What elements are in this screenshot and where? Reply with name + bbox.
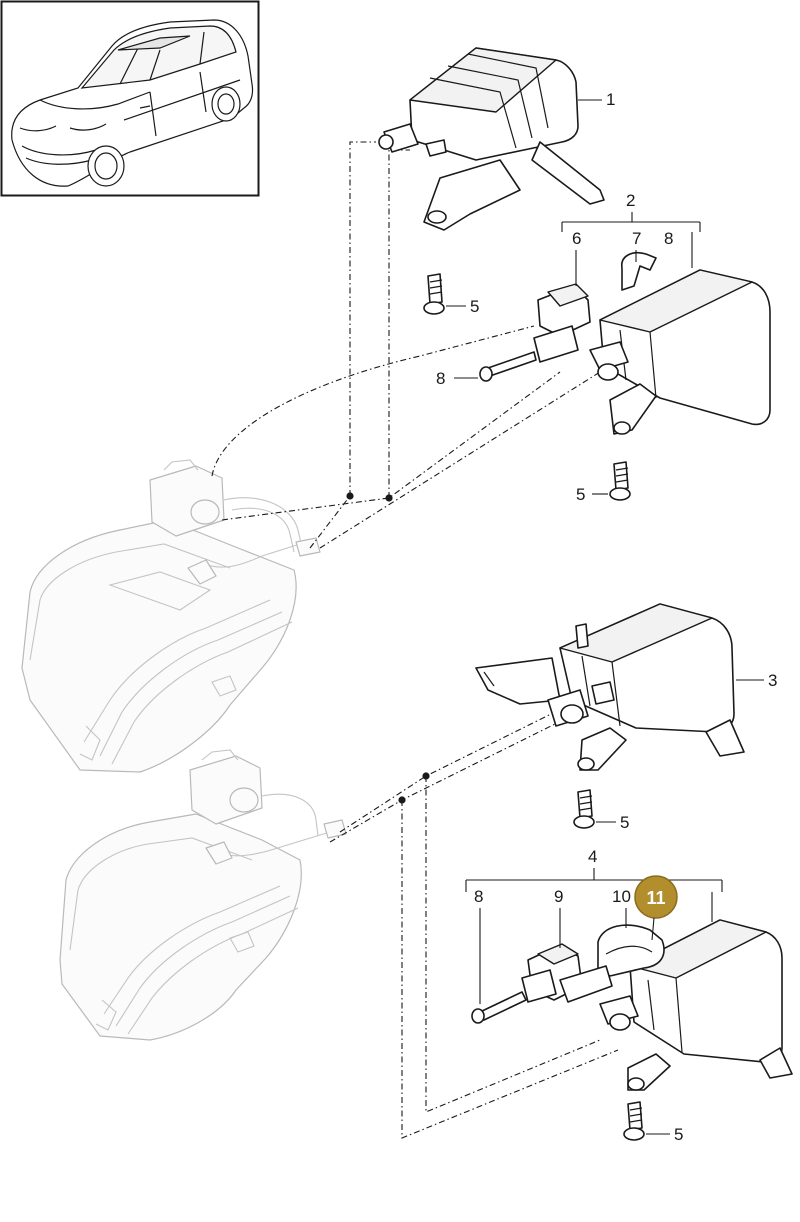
label-part-8a: 8 xyxy=(664,229,673,248)
fuel-tank-ghost-lower xyxy=(59,749,347,1041)
label-part-5b: 5 xyxy=(576,485,585,504)
label-part-10: 10 xyxy=(612,887,631,906)
suv-thumbnail-icon xyxy=(11,19,254,187)
vehicle-thumbnail xyxy=(0,0,260,197)
label-part-1: 1 xyxy=(606,90,615,109)
label-part-7: 7 xyxy=(632,229,641,248)
canister-assembly-part-2 xyxy=(533,252,771,435)
label-part-11: 11 xyxy=(646,888,665,908)
label-part-5d: 5 xyxy=(674,1125,683,1144)
bolt-part-5b xyxy=(609,461,631,501)
screw-part-8-lower xyxy=(471,991,527,1024)
fuel-tank-ghost-upper xyxy=(21,459,321,773)
label-part-8b: 8 xyxy=(436,369,445,388)
highlight-badge-part-11[interactable]: 11 xyxy=(634,875,678,919)
label-part-4: 4 xyxy=(588,847,597,866)
label-part-9: 9 xyxy=(554,887,563,906)
label-part-5a: 5 xyxy=(470,297,479,316)
label-part-3: 3 xyxy=(768,671,777,690)
label-part-5c: 5 xyxy=(620,813,629,832)
label-part-6: 6 xyxy=(572,229,581,248)
canister-assembly-part-4 xyxy=(521,919,793,1091)
screw-part-8-upper xyxy=(479,351,537,382)
bolt-part-5a xyxy=(423,273,445,315)
carbon-canister-part-1 xyxy=(378,47,605,231)
connection-lines xyxy=(211,141,619,1139)
label-part-2: 2 xyxy=(626,191,635,210)
bolt-part-5c xyxy=(573,789,595,829)
bolt-part-5d xyxy=(623,1101,645,1141)
carbon-canister-part-3 xyxy=(475,603,745,771)
label-part-8c: 8 xyxy=(474,887,483,906)
